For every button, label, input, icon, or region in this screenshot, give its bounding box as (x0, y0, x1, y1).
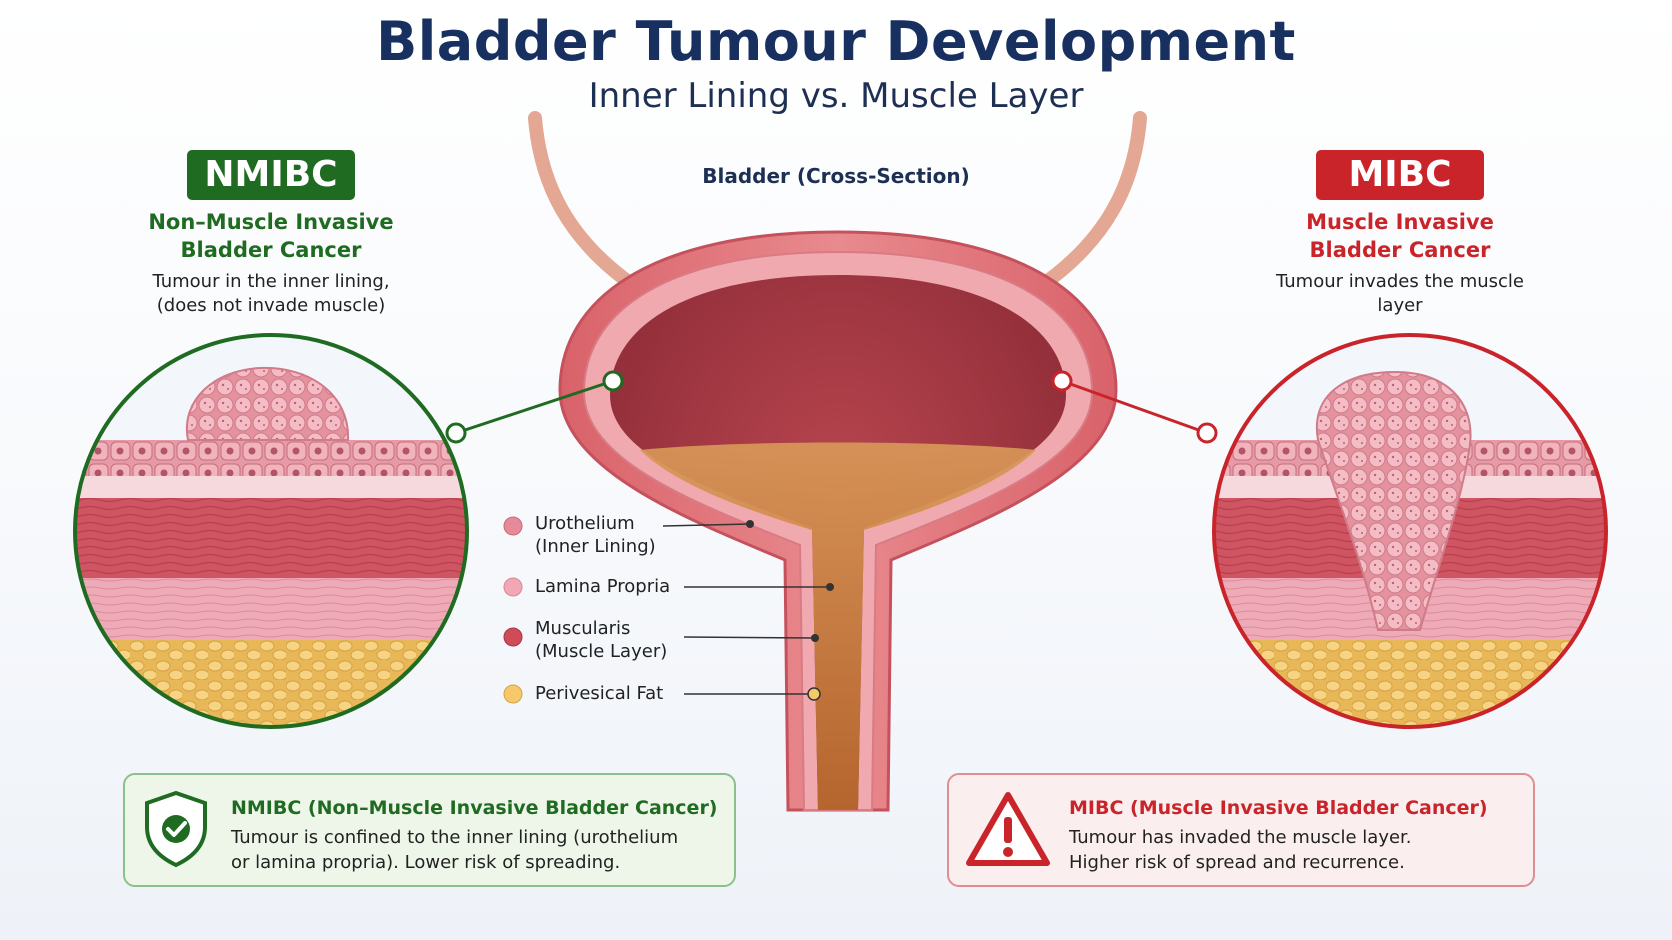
fat-layer (1214, 640, 1606, 727)
right-ureter (1028, 111, 1147, 297)
page-subtitle: Inner Lining vs. Muscle Layer (588, 76, 1084, 116)
nmibc-info-box: NMIBC (Non–Muscle Invasive Bladder Cance… (123, 773, 736, 887)
nmibc-info-title: NMIBC (Non–Muscle Invasive Bladder Cance… (231, 797, 718, 819)
mibc-heading: Muscle Invasive Bladder Cancer (1306, 210, 1494, 262)
legend-urothelium: Urothelium (Inner Lining) (535, 513, 656, 557)
nmibc-connector-dot (602, 370, 624, 392)
mibc-circle-border (1212, 333, 1608, 729)
left-ureter (528, 111, 647, 297)
nmibc-heading: Non–Muscle Invasive Bladder Cancer (148, 210, 394, 262)
nmibc-circle-border (73, 333, 469, 729)
urothelium-layer (75, 440, 467, 476)
muscle-layer (75, 498, 467, 578)
nmibc-connector (455, 379, 614, 435)
fat-layer (75, 640, 467, 727)
shield-check-icon (145, 790, 207, 868)
mibc-connector (1061, 379, 1208, 435)
mibc-description: Tumour invades the muscle layer (1276, 271, 1524, 316)
nmibc-info-body: Tumour is confined to the inner lining (… (231, 827, 679, 873)
nmibc-description: Tumour in the inner lining, (does not in… (152, 271, 390, 316)
cross-section-label: Bladder (Cross-Section) (702, 164, 970, 188)
warning-triangle-icon (966, 792, 1050, 866)
mibc-badge: MIBC (1316, 150, 1484, 200)
legend-muscularis: Muscularis (Muscle Layer) (535, 618, 668, 662)
mibc-connector-dot (1051, 370, 1073, 392)
mibc-info-title: MIBC (Muscle Invasive Bladder Cancer) (1069, 797, 1488, 819)
superficial-tumour (185, 366, 350, 441)
mibc-info-box: MIBC (Muscle Invasive Bladder Cancer) Tu… (947, 773, 1535, 887)
mibc-info-body: Tumour has invaded the muscle layer. Hig… (1069, 827, 1412, 873)
mibc-tissue-detail (1214, 335, 1606, 727)
page-title: Bladder Tumour Development (376, 10, 1296, 73)
invasive-tumour (1315, 370, 1472, 631)
urine-fill (640, 442, 1036, 810)
legend-perivesical-fat: Perivesical Fat (535, 683, 664, 704)
legend-lamina-propria: Lamina Propria (535, 576, 671, 597)
legend-markers (503, 516, 834, 704)
nmibc-badge: NMIBC (187, 150, 355, 200)
